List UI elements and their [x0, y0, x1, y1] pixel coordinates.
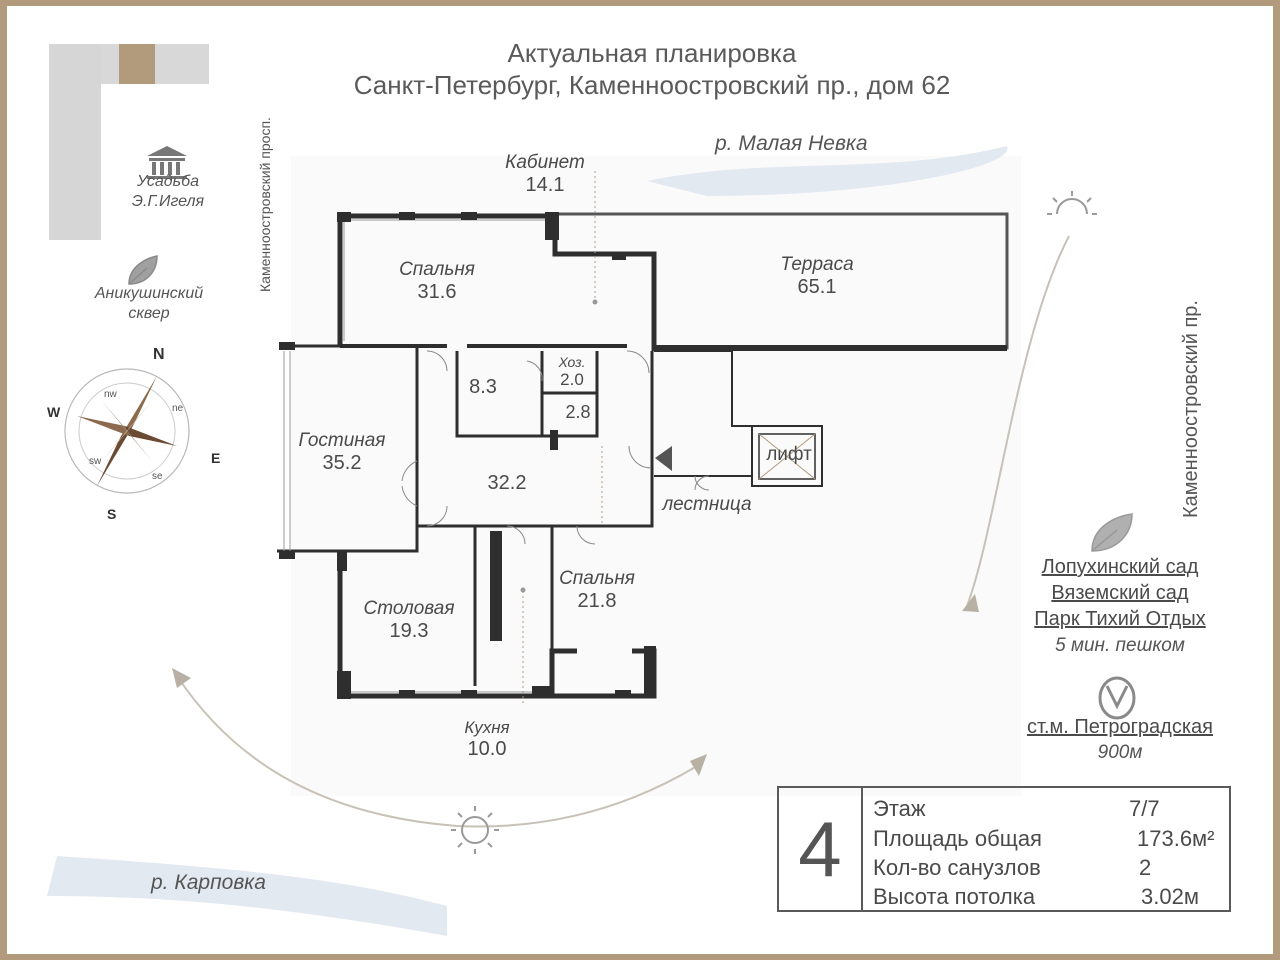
compass-se: se: [152, 471, 163, 482]
sun-path-arrow-right: [690, 754, 707, 776]
room-living: Гостиная 35.2: [277, 430, 407, 475]
room-stairs: лестница: [652, 494, 762, 516]
sun-rise-icon: [1047, 191, 1097, 215]
estate-label-1: Усадьба: [137, 173, 199, 190]
sun-path-arrow-left: [172, 668, 191, 688]
sun-set-icon: [451, 806, 499, 854]
room-dining: Столовая 19.3: [347, 598, 471, 643]
door-swings: [401, 350, 710, 545]
floor-number: 4: [779, 788, 863, 910]
compass-rose: [64, 368, 190, 494]
kitchen-dot: [520, 587, 526, 593]
room-bedroom-1-label: Спальня: [399, 259, 475, 280]
room-hall-area: 32.2: [487, 472, 527, 494]
room-bath-2: 2.8: [553, 402, 603, 423]
floor-plan-canvas: Актуальная планировка Санкт-Петербург, К…: [7, 6, 1273, 954]
park-1: Лопухинский сад: [1041, 556, 1199, 578]
compass-nw: nw: [104, 389, 117, 400]
sun-path-arrow-upper: [962, 594, 979, 612]
apartment-info-box: 4 Этаж 7/7 Площадь общая 173.6м² Кол-во …: [777, 786, 1231, 912]
room-cabinet-label: Кабинет: [505, 152, 585, 173]
room-bath-1: 8.3: [453, 376, 513, 399]
room-bath-2-area: 2.8: [565, 402, 591, 422]
leaf-icon-square: [128, 255, 158, 285]
info-label-bathrooms: Кол-во санузлов: [873, 855, 1041, 880]
river-malaya-nevka: [647, 146, 1008, 196]
info-label-area: Площадь общая: [873, 826, 1042, 851]
entrance-arrow: [655, 446, 672, 471]
page-address: Санкт-Петербург, Каменноостровский пр., …: [353, 70, 951, 100]
wall-pillars: [279, 212, 656, 699]
room-living-label: Гостиная: [298, 430, 386, 451]
room-storage: Хоз. 2.0: [544, 354, 600, 390]
metro-distance: 900м: [1097, 742, 1143, 763]
park-3: Парк Тихий Отдых: [1034, 608, 1206, 630]
info-value-floor: 7/7: [1129, 796, 1160, 821]
cabinet-dot: [592, 299, 598, 305]
page-title: Актуальная планировка: [507, 38, 797, 68]
street-right-label: Каменноостровский пр.: [1180, 300, 1202, 518]
room-bedroom-1: Спальня 31.6: [377, 259, 497, 304]
room-terrace: Терраса 65.1: [757, 254, 877, 299]
info-value-area: 173.6м²: [1137, 826, 1215, 851]
compass-east: E: [211, 450, 221, 466]
neighbour-block-blurred: [49, 44, 209, 240]
room-dining-area: 19.3: [389, 619, 429, 642]
room-kitchen-area: 10.0: [467, 737, 507, 760]
room-terrace-label: Терраса: [780, 254, 854, 275]
sun-path-lower: [176, 675, 698, 828]
room-bedroom-1-area: 31.6: [417, 280, 457, 303]
room-storage-area: 2.0: [560, 370, 584, 390]
walk-time: 5 мин. пешком: [1055, 635, 1185, 656]
river-top-label: р. Малая Невка: [715, 132, 868, 155]
info-label-floor: Этаж: [873, 796, 926, 821]
metro-icon: [1098, 676, 1136, 720]
info-value-bathrooms: 2: [1139, 855, 1152, 880]
estate-label-2: Э.Г.Игеля: [131, 193, 205, 210]
sun-path-upper: [966, 235, 1070, 607]
room-kitchen: Кухня 10.0: [442, 718, 532, 761]
info-value-ceiling: 3.02м: [1141, 884, 1199, 909]
room-cabinet-area: 14.1: [525, 173, 565, 196]
square-label-2: сквер: [128, 305, 170, 322]
room-bedroom-2-area: 21.8: [577, 589, 617, 612]
river-bottom-label: р. Карповка: [151, 871, 266, 894]
park-2: Вяземский сад: [1051, 582, 1189, 604]
room-terrace-area: 65.1: [797, 275, 837, 298]
room-dining-label: Столовая: [363, 598, 455, 619]
museum-icon: [147, 146, 187, 179]
room-bath-1-area: 8.3: [469, 376, 497, 398]
room-elevator: лифт: [759, 444, 819, 466]
river-karpovka: [47, 856, 447, 936]
room-elevator-label: лифт: [766, 444, 812, 465]
room-hall: 32.2: [467, 472, 547, 495]
room-bedroom-2-label: Спальня: [559, 568, 635, 589]
room-storage-label: Хоз.: [558, 354, 586, 370]
info-label-ceiling: Высота потолка: [873, 884, 1036, 909]
leaf-icon-parks: [1091, 513, 1133, 552]
compass-west: W: [47, 404, 61, 420]
compass-sw: sw: [89, 456, 102, 467]
plan-drawing: [47, 44, 1136, 936]
compass-north: N: [153, 346, 165, 363]
compass-south: S: [107, 506, 117, 522]
room-cabinet: Кабинет 14.1: [485, 152, 605, 197]
compass-ne: ne: [172, 403, 184, 414]
room-kitchen-label: Кухня: [464, 718, 510, 737]
room-living-area: 35.2: [322, 451, 362, 474]
metro-station: ст.м. Петроградская: [1027, 716, 1213, 738]
square-label-1: Аникушинский: [94, 285, 204, 302]
room-bedroom-2: Спальня 21.8: [537, 568, 657, 613]
room-stairs-label: лестница: [662, 494, 752, 515]
